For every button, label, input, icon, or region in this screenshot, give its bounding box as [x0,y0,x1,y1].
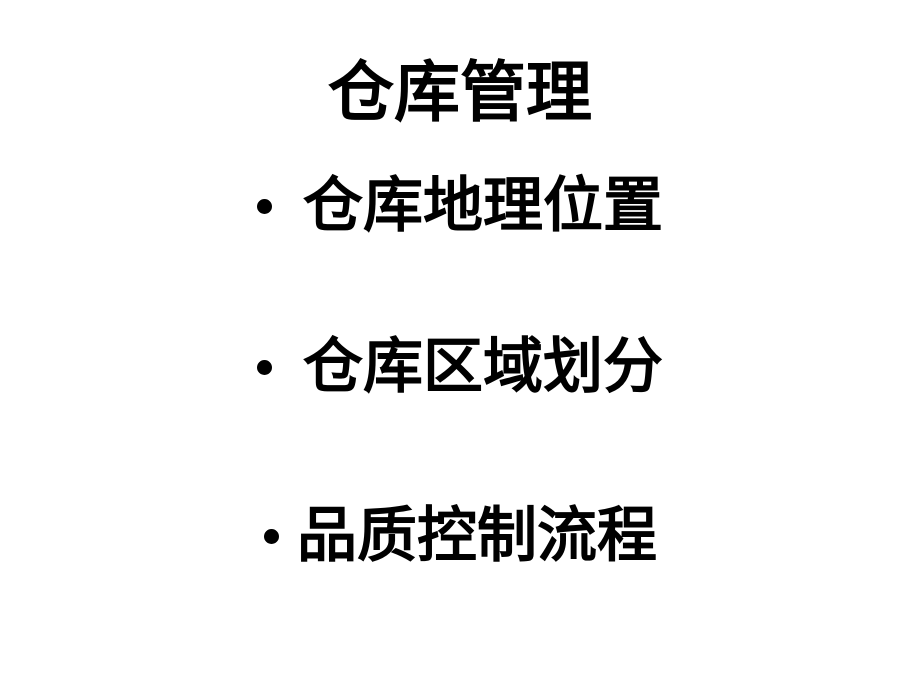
bullet-dot-icon [257,359,272,375]
slide-title: 仓库管理 [328,53,592,131]
bullet-text: 品质控制流程 [297,501,657,571]
bullet-item-warehouse-zoning: 仓库区域划分 [257,331,663,403]
bullet-item-warehouse-location: 仓库地理位置 [257,170,663,242]
bullet-dot-icon [264,528,279,544]
bullet-text: 仓库地理位置 [303,171,663,241]
bullet-dot-icon [257,198,272,214]
bullet-item-quality-control-process: 品质控制流程 [264,500,657,572]
bullet-text: 仓库区域划分 [303,332,663,402]
